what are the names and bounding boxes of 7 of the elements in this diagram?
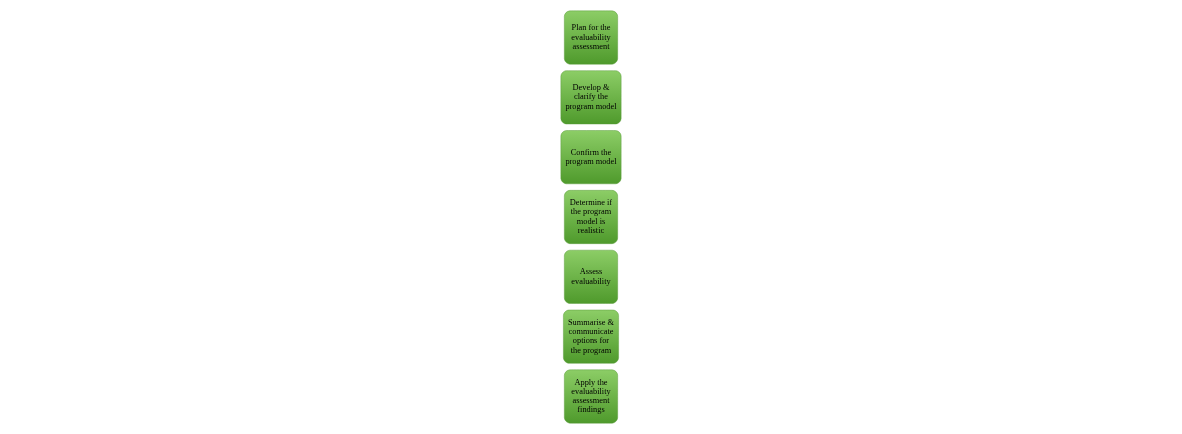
node-box: Assess evaluability xyxy=(564,249,618,304)
node-box: Develop & clarify the program model xyxy=(560,70,622,125)
node-box: Confirm the program model xyxy=(560,130,622,185)
node-box: Plan for the evaluability assessment xyxy=(564,10,618,65)
node-box: Summarise & communicate options for the program xyxy=(563,309,619,364)
node-box: Determine if the program model is realistic xyxy=(564,190,618,244)
node-box: Apply the evaluability assessment findings xyxy=(564,369,618,424)
